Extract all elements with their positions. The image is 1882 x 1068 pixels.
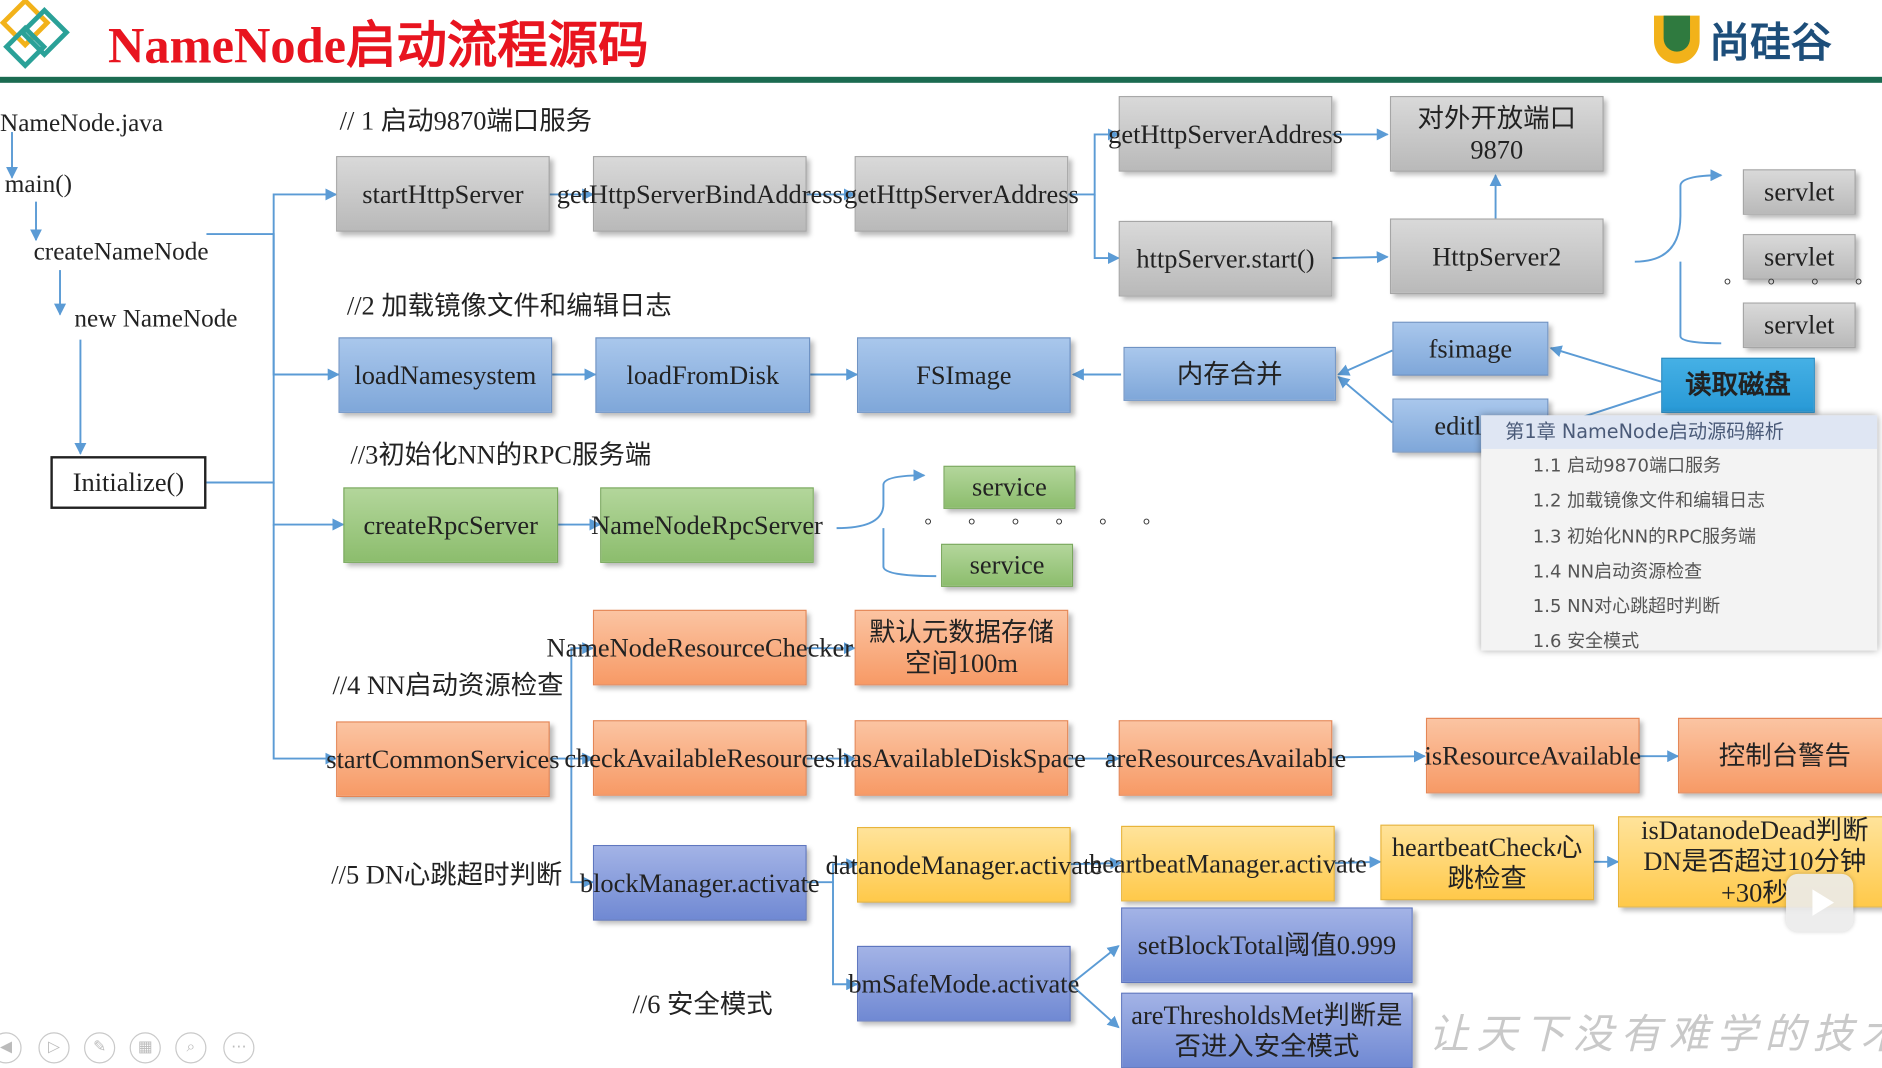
brand-name: 尚硅谷 xyxy=(1709,19,1832,68)
arrow-6b xyxy=(1070,983,1120,1029)
node-http-server2: HttpServer2 xyxy=(1389,218,1604,295)
more-icon[interactable]: ⋯ xyxy=(223,1032,255,1064)
node-http-server-start: httpServer.start() xyxy=(1118,220,1333,297)
node-are-resources-available: areResourcesAvailable xyxy=(1105,720,1346,796)
initialize-box: Initialize() xyxy=(50,456,207,509)
arrow-to-startCommonServices xyxy=(272,524,338,765)
node-get-http-server-bind-address: getHttpServerBindAddress xyxy=(557,156,843,232)
node-block-manager-activate: blockManager.activate xyxy=(580,845,820,921)
toc-item[interactable]: 1.6 安全模式 xyxy=(1532,630,1640,651)
toc-panel[interactable]: 第1章 NameNode启动源码解析 1.1 启动9870端口服务 1.2 加载… xyxy=(1481,415,1878,651)
arrow-1f xyxy=(1332,251,1389,264)
toc-item[interactable]: 1.5 NN对心跳超时判断 xyxy=(1532,595,1721,618)
arrow-4g xyxy=(1332,750,1426,763)
header-divider xyxy=(0,76,1882,83)
node-console-warning: 控制台警告 xyxy=(1678,717,1882,794)
file-label: NameNode.java xyxy=(0,108,164,137)
arrow-2d xyxy=(1337,349,1393,376)
node-servlet-1: servlet xyxy=(1742,169,1856,215)
play-overlay-icon[interactable] xyxy=(1786,873,1854,932)
node-servlet-2: servlet xyxy=(1742,234,1856,280)
arrow-5b xyxy=(832,882,859,991)
line-service-bottom xyxy=(882,528,937,578)
node-fsimage-class: FSImage xyxy=(857,337,1071,413)
node-open-port: 对外开放端口9870 xyxy=(1389,96,1604,172)
node-get-http-server-address: getHttpServerAddress xyxy=(844,156,1079,232)
arrow-2f xyxy=(1549,345,1662,383)
step-3-label: //3初始化NN的RPC服务端 xyxy=(350,439,652,470)
page-title: NameNode启动流程源码 xyxy=(108,19,649,75)
servlet-ellipsis: ° ° ° ° ° ° xyxy=(1723,276,1882,297)
play-icon[interactable]: ▷ xyxy=(38,1032,70,1064)
node-has-available-disk-space: hasAvailableDiskSpace xyxy=(837,720,1086,796)
line-servlet-bottom xyxy=(1679,261,1722,345)
arrow-service-top xyxy=(836,469,926,530)
node-start-http-server: startHttpServer xyxy=(336,156,550,232)
step-5-label: //5 DN心跳超时判断 xyxy=(331,859,563,890)
node-memory-merge: 内存合并 xyxy=(1123,346,1336,401)
toc-item[interactable]: 1.4 NN启动资源检查 xyxy=(1532,560,1703,583)
brand-mark-icon xyxy=(1654,15,1700,64)
node-load-namesystem: loadNamesystem xyxy=(338,337,553,413)
arrow-to-startHttpServer xyxy=(206,188,338,484)
pen-icon[interactable]: ✎ xyxy=(84,1032,116,1064)
arrow-5d xyxy=(1334,856,1382,869)
arrow-5a xyxy=(806,858,859,884)
toc-item[interactable]: 1.1 启动9870端口服务 xyxy=(1532,454,1722,477)
node-heartbeat-check: heartbeatCheck心跳检查 xyxy=(1380,824,1594,901)
node-read-disk: 读取磁盘 xyxy=(1661,357,1815,413)
brand-logo: 尚硅谷 xyxy=(1654,10,1832,69)
arrow-5c xyxy=(1070,857,1123,870)
node-start-common-services: startCommonServices xyxy=(326,721,560,797)
node-are-thresholds-met: areThresholdsMet判断是否进入安全模式 xyxy=(1121,992,1413,1068)
create-namenode-label: createNameNode xyxy=(33,236,209,266)
arrow-1d xyxy=(1093,194,1120,265)
toc-heading[interactable]: 第1章 NameNode启动源码解析 xyxy=(1481,415,1878,449)
arrow-4a xyxy=(549,642,595,760)
node-default-space: 默认元数据存储空间100m xyxy=(854,609,1069,686)
node-get-http-server-address-2: getHttpServerAddress xyxy=(1108,96,1343,172)
toc-item[interactable]: 1.2 加载镜像文件和编辑日志 xyxy=(1532,490,1766,512)
toc-item[interactable]: 1.3 初始化NN的RPC服务端 xyxy=(1532,525,1757,547)
arrow-to-loadNamesystem xyxy=(206,233,340,381)
arrow-6a xyxy=(1070,945,1120,985)
arrow-servlet-top xyxy=(1634,169,1723,263)
node-load-from-disk: loadFromDisk xyxy=(595,337,811,413)
node-bm-safe-mode-activate: bmSafeMode.activate xyxy=(848,945,1079,1022)
node-resource-checker: NameNodeResourceChecker xyxy=(547,609,853,686)
node-check-available-resources: checkAvailableResources xyxy=(564,720,835,796)
node-servlet-3: servlet xyxy=(1742,302,1856,349)
new-namenode-label: new NameNode xyxy=(74,303,238,333)
step-1-label: // 1 启动9870端口服务 xyxy=(339,105,593,136)
node-service-1: service xyxy=(943,465,1076,509)
step-6-label: //6 安全模式 xyxy=(632,989,773,1020)
step-2-label: //2 加载镜像文件和编辑日志 xyxy=(346,290,672,321)
node-fsimage: fsimage xyxy=(1392,321,1549,376)
node-namenode-rpc-server: NameNodeRpcServer xyxy=(591,487,823,563)
node-is-resource-available: isResourceAvailable xyxy=(1425,717,1641,794)
watermark: 让天下没有难学的技术 xyxy=(1428,1010,1882,1059)
node-create-rpc-server: createRpcServer xyxy=(343,487,559,563)
node-set-block-total: setBlockTotal阈值0.999 xyxy=(1121,907,1413,984)
zoom-icon[interactable]: ⌕ xyxy=(175,1032,207,1064)
node-heartbeat-manager-activate: heartbeatManager.activate xyxy=(1089,825,1367,902)
arrow-2e xyxy=(1337,376,1393,424)
grid-icon[interactable]: ▦ xyxy=(129,1032,161,1064)
logo-diamonds-icon xyxy=(0,0,70,69)
node-service-2: service xyxy=(941,543,1074,587)
node-datanode-manager-activate: datanodeManager.activate xyxy=(826,827,1102,903)
main-label: main() xyxy=(4,169,72,199)
arrow-to-createRpcServer xyxy=(272,482,345,531)
arrow-4c xyxy=(570,758,595,889)
service-ellipsis: ° ° ° ° ° ° xyxy=(924,516,1166,537)
arrow-1c xyxy=(1068,128,1120,196)
step-4-label: //4 NN启动资源检查 xyxy=(332,669,564,700)
